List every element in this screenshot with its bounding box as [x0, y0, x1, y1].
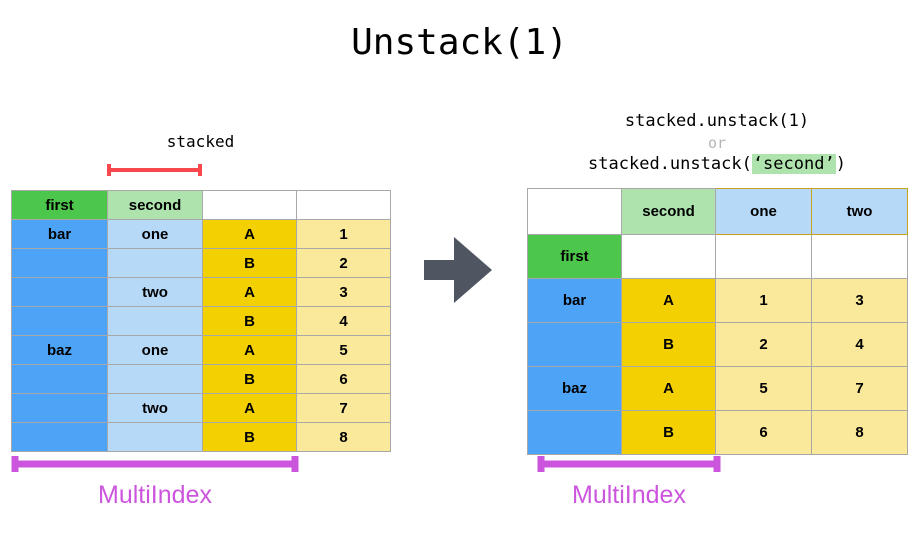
cell-ab: B [202, 306, 297, 336]
cell-value: 6 [296, 364, 391, 394]
cell-ab: A [202, 277, 297, 307]
table-row: baz A 5 7 [527, 366, 908, 411]
cell-ab: B [621, 410, 716, 455]
table-row: B 2 [11, 248, 391, 278]
table-row: bar A 1 3 [527, 278, 908, 323]
table-row: B 2 4 [527, 322, 908, 367]
header-col-two: two [811, 188, 908, 235]
header-blank-c [811, 234, 908, 279]
cell-value: 1 [296, 219, 391, 249]
cell-value: 2 [296, 248, 391, 278]
cell-ab: A [621, 278, 716, 323]
stacked-table: first second bar one A 1 B 2 two A 3 B [11, 190, 391, 452]
page-title: Unstack(1) [351, 22, 568, 63]
cell-second [107, 306, 203, 336]
unstacked-table: second one two first bar A 1 3 B 2 4 baz… [527, 188, 908, 455]
cell-one: 2 [715, 322, 812, 367]
cell-second: one [107, 335, 203, 365]
cell-two: 8 [811, 410, 908, 455]
cell-first [11, 364, 108, 394]
cell-ab: A [202, 393, 297, 423]
header-blank-a [621, 234, 716, 279]
caption-arg-highlight: ‘second’ [751, 154, 836, 174]
cell-one: 5 [715, 366, 812, 411]
table-row: two A 7 [11, 393, 391, 423]
header-blank-1 [202, 190, 297, 220]
header-second-level: second [621, 188, 716, 235]
cell-first [527, 410, 622, 455]
multiindex-label-right: MultiIndex [572, 481, 686, 509]
table-row: two A 3 [11, 277, 391, 307]
header-second: second [107, 190, 203, 220]
caption-unstack-positional: stacked.unstack(1) [624, 111, 810, 131]
cell-value: 8 [296, 422, 391, 452]
table-header-row-index: first [527, 234, 908, 279]
cell-second [107, 248, 203, 278]
table-row: bar one A 1 [11, 219, 391, 249]
cell-value: 7 [296, 393, 391, 423]
cell-ab: A [621, 366, 716, 411]
cell-two: 4 [811, 322, 908, 367]
cell-second: two [107, 277, 203, 307]
table-row: B 8 [11, 422, 391, 452]
cell-one: 1 [715, 278, 812, 323]
caption-or: or [707, 134, 727, 152]
cell-value: 4 [296, 306, 391, 336]
cell-second [107, 364, 203, 394]
cell-first [527, 322, 622, 367]
cell-first [11, 277, 108, 307]
multiindex-bracket-right [537, 455, 721, 473]
cell-ab: B [202, 248, 297, 278]
cell-first: bar [527, 278, 622, 323]
cell-second [107, 422, 203, 452]
cell-first [11, 393, 108, 423]
multiindex-label-left: MultiIndex [98, 481, 212, 509]
cell-one: 6 [715, 410, 812, 455]
cell-first [11, 306, 108, 336]
cell-first: baz [11, 335, 108, 365]
cell-first [11, 248, 108, 278]
cell-two: 3 [811, 278, 908, 323]
cell-value: 3 [296, 277, 391, 307]
cell-ab: B [621, 322, 716, 367]
cell-ab: B [202, 364, 297, 394]
cell-second: one [107, 219, 203, 249]
header-first: first [11, 190, 108, 220]
table-header-row-columns: second one two [527, 188, 908, 235]
header-col-one: one [715, 188, 812, 235]
right-table-caption: stacked.unstack(1) or stacked.unstack(‘s… [527, 110, 907, 176]
caption-unstack-named: stacked.unstack(‘second’) [527, 153, 907, 176]
header-blank-b [715, 234, 812, 279]
cell-two: 7 [811, 366, 908, 411]
second-level-bracket [106, 163, 203, 177]
header-blank-2 [296, 190, 391, 220]
cell-ab: A [202, 335, 297, 365]
caption-prefix: stacked.unstack( [588, 154, 752, 174]
table-row: baz one A 5 [11, 335, 391, 365]
header-corner-blank [527, 188, 622, 235]
cell-ab: A [202, 219, 297, 249]
caption-suffix: ) [835, 154, 846, 174]
cell-value: 5 [296, 335, 391, 365]
table-row: B 6 [11, 364, 391, 394]
multiindex-bracket-left [11, 455, 299, 473]
cell-ab: B [202, 422, 297, 452]
header-first-level: first [527, 234, 622, 279]
left-table-caption: stacked [166, 132, 235, 151]
cell-first [11, 422, 108, 452]
cell-first: bar [11, 219, 108, 249]
table-row: B 6 8 [527, 410, 908, 455]
table-header-row: first second [11, 190, 391, 220]
cell-second: two [107, 393, 203, 423]
table-row: B 4 [11, 306, 391, 336]
right-arrow-icon [424, 237, 492, 303]
cell-first: baz [527, 366, 622, 411]
